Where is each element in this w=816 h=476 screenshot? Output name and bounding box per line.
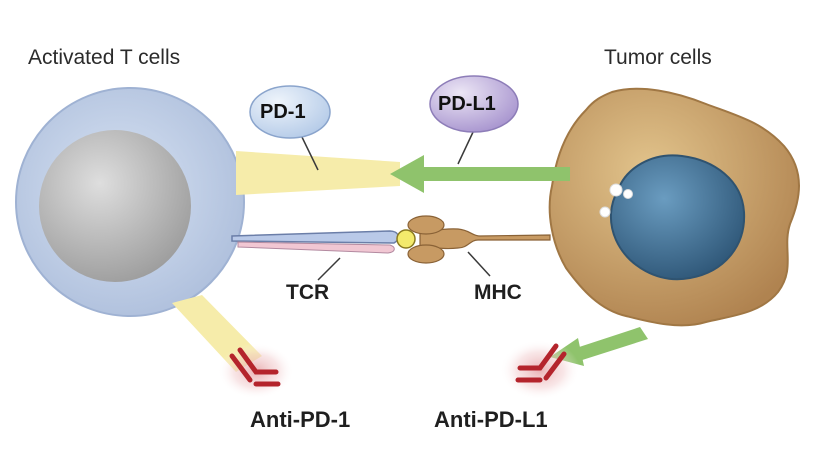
tumor-cell-title: Tumor cells xyxy=(604,46,712,69)
pdl1-pointer-line xyxy=(457,129,475,165)
pdl1-bubble xyxy=(429,75,519,133)
tumor-cell xyxy=(548,87,800,327)
pdl1-label: PD-L1 xyxy=(438,93,496,115)
pd1-label: PD-1 xyxy=(260,101,306,123)
tcr-receptor xyxy=(231,230,400,254)
mhc-molecule xyxy=(407,215,551,264)
t-cell-title: Activated T cells xyxy=(28,46,181,69)
pdl1-arrow xyxy=(390,155,570,193)
antigen-peptide xyxy=(396,229,416,249)
mhc-label: MHC xyxy=(474,281,522,304)
mhc-pointer-line xyxy=(467,251,491,277)
t-cell xyxy=(15,87,245,317)
pd1-receptor-band xyxy=(236,151,400,195)
tcr-pointer-line xyxy=(317,257,341,281)
anti-pdl1-label: Anti-PD-L1 xyxy=(434,407,548,432)
pd1-pointer-line xyxy=(299,132,319,171)
tumor-vesicle xyxy=(623,189,633,199)
anti-pd1-antibody xyxy=(218,343,294,399)
pd1-bubble xyxy=(249,85,331,139)
tumor-vesicle xyxy=(609,183,623,197)
tumor-vesicle xyxy=(599,206,611,218)
anti-pdl1-antibody xyxy=(500,340,580,400)
t-cell-nucleus xyxy=(39,130,191,282)
tumor-nucleus xyxy=(610,154,746,281)
anti-pd1-label: Anti-PD-1 xyxy=(250,407,351,432)
tcr-label: TCR xyxy=(286,281,330,304)
